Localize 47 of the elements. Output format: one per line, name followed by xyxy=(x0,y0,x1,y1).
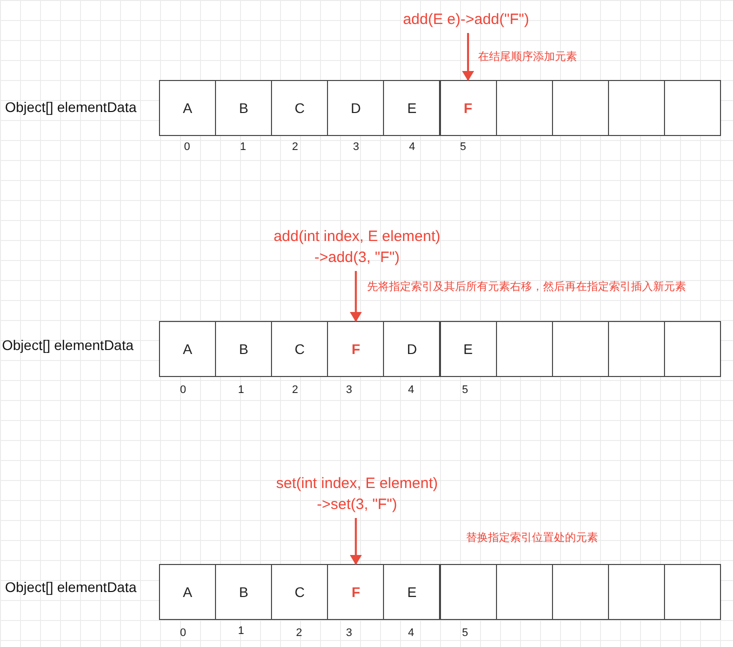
array-cell: B xyxy=(215,80,272,136)
index-number: 1 xyxy=(238,384,244,396)
note-text: 替换指定索引位置处的元素 xyxy=(466,530,598,545)
index-number: 4 xyxy=(409,141,416,153)
note-text: 在结尾顺序添加元素 xyxy=(478,50,577,64)
array-cell: F xyxy=(440,80,497,136)
index-number: 3 xyxy=(346,627,352,639)
note-text: 先将指定索引及其后所有元素右移，然后再在指定索引插入新元素 xyxy=(367,280,686,294)
index-number: 2 xyxy=(292,141,298,153)
index-number: 5 xyxy=(460,141,466,153)
arrow xyxy=(462,33,474,81)
array-cell: C xyxy=(271,80,328,136)
index-number: 5 xyxy=(462,384,468,396)
array-cell: E xyxy=(383,564,440,620)
array-cell: B xyxy=(215,321,272,377)
index-number: 3 xyxy=(346,384,352,396)
index-number: 5 xyxy=(462,627,468,639)
method-label: add(int index, E element) ->add(3, "F") xyxy=(262,226,452,268)
array-cell: B xyxy=(215,564,272,620)
index-number: 3 xyxy=(353,141,360,153)
index-number: 2 xyxy=(292,384,298,396)
array-cell: C xyxy=(271,564,328,620)
arrow xyxy=(350,518,362,565)
index-number: 2 xyxy=(296,627,302,639)
index-number: 4 xyxy=(408,384,414,396)
method-label: add(E e)->add("F") xyxy=(366,9,566,30)
array-cell: A xyxy=(159,564,216,620)
index-number: 1 xyxy=(240,141,246,153)
array-cell: C xyxy=(271,321,328,377)
array-cell: E xyxy=(383,80,440,136)
index-number: 1 xyxy=(238,625,244,637)
index-number: 0 xyxy=(184,141,190,153)
array-cell: A xyxy=(159,80,216,136)
array-cell: F xyxy=(327,321,384,377)
array-cell: A xyxy=(159,321,216,377)
index-number: 0 xyxy=(180,627,186,639)
method-label: set(int index, E element) ->set(3, "F") xyxy=(262,473,452,515)
array-cell: F xyxy=(327,564,384,620)
array-name: Object[] elementData xyxy=(5,579,137,595)
array-cell: E xyxy=(440,321,497,377)
array-cell: D xyxy=(383,321,440,377)
array-cell: D xyxy=(327,80,384,136)
index-number: 0 xyxy=(180,384,186,396)
arrow xyxy=(350,271,362,322)
index-number: 4 xyxy=(408,627,414,639)
array-name: Object[] elementData xyxy=(5,99,137,115)
array-name: Object[] elementData xyxy=(2,337,134,353)
